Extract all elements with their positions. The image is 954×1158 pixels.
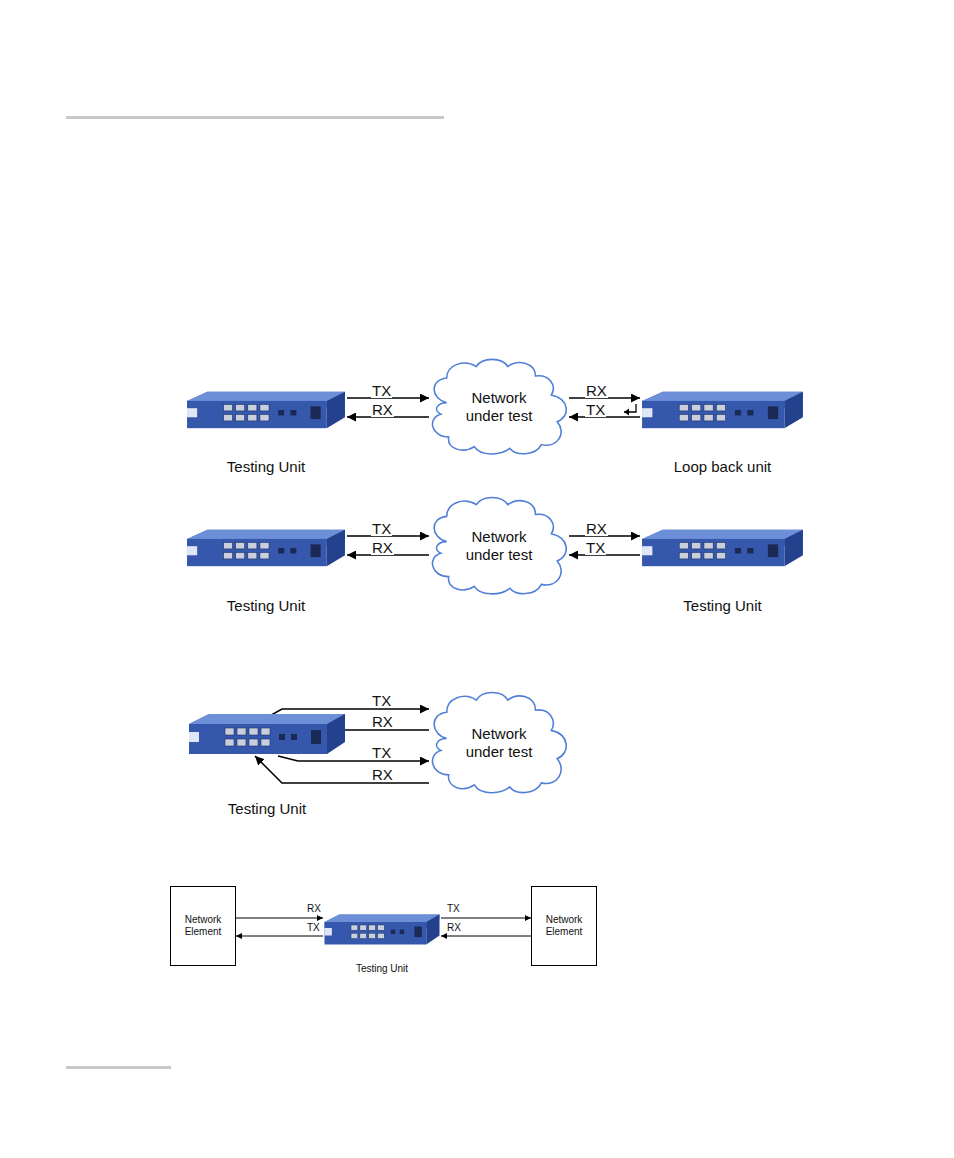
network-cloud: Network under test [425, 690, 573, 796]
signal-label: TX [585, 402, 606, 417]
signal-label: RX [585, 521, 608, 536]
cloud-label: Network under test [453, 528, 545, 564]
signal-line [441, 918, 531, 919]
network-element-box: Network Element [170, 886, 236, 966]
device-caption: Testing Unit [640, 597, 805, 614]
header-rule [66, 116, 444, 119]
network-cloud: Network under test [425, 357, 573, 457]
device-caption: Testing Unit [187, 800, 347, 817]
signal-label: TX [371, 693, 392, 708]
device-caption: Testing Unit [185, 458, 347, 475]
signal-label: RX [306, 903, 322, 914]
signal-label: TX [371, 521, 392, 536]
signal-label: RX [371, 540, 394, 555]
signal-line [236, 936, 323, 937]
device-caption: Loop back unit [640, 458, 805, 475]
test-unit-device [640, 528, 805, 568]
box-label: Network Element [536, 914, 592, 938]
testing-unit-node: Loop back unit [640, 390, 805, 475]
signal-label: RX [446, 922, 462, 933]
loopback-arrowhead [624, 409, 629, 416]
signal-label: TX [371, 383, 392, 398]
signal-line [278, 756, 429, 761]
test-unit-device [640, 390, 805, 430]
test-unit-device [185, 390, 347, 430]
signal-line [255, 756, 429, 783]
test-unit-device [323, 913, 441, 946]
signal-label: TX [585, 540, 606, 555]
network-element-box: Network Element [531, 886, 597, 966]
device-caption: Testing Unit [185, 597, 347, 614]
network-cloud: Network under test [425, 495, 573, 597]
signal-label: RX [585, 383, 608, 398]
signal-line [441, 936, 531, 937]
testing-unit-node: Testing Unit [187, 712, 347, 817]
signal-label: RX [371, 402, 394, 417]
test-unit-device [187, 712, 347, 756]
testing-unit-node: Testing Unit [185, 528, 347, 614]
box-label: Network Element [175, 914, 231, 938]
signal-label: TX [306, 922, 321, 933]
device-caption: Testing Unit [323, 963, 441, 975]
test-unit-device [185, 528, 347, 568]
cloud-label: Network under test [453, 725, 545, 761]
testing-unit-node: Testing Unit [640, 528, 805, 614]
signal-line [236, 918, 323, 919]
signal-label: RX [371, 767, 394, 782]
testing-unit-node: Testing Unit [185, 390, 347, 475]
signal-label: RX [371, 714, 394, 729]
testing-unit-node: Testing Unit [323, 913, 441, 975]
footer-rule [66, 1066, 171, 1069]
signal-label: TX [446, 903, 461, 914]
cloud-label: Network under test [453, 389, 545, 425]
signal-label: TX [371, 745, 392, 760]
